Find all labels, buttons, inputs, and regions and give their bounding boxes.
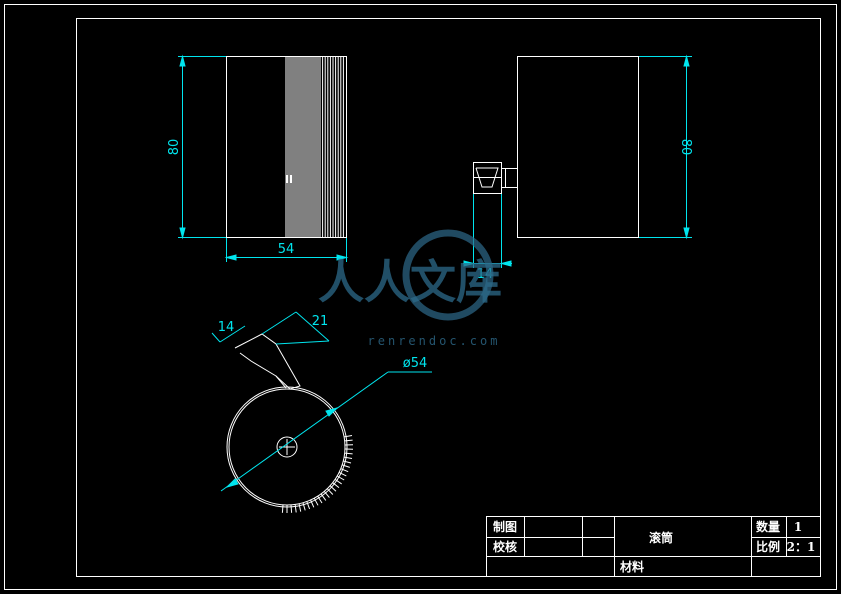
front-dimensions — [178, 54, 349, 262]
diameter-dim: ø54 — [403, 356, 428, 371]
checked-label: 校核 — [493, 539, 517, 554]
side-view — [473, 56, 639, 238]
knurl-tick — [342, 464, 350, 468]
scale-label: 比例 — [756, 539, 780, 554]
quantity-value: 1 — [794, 520, 802, 534]
watermark-url: renrendoc.com — [368, 334, 501, 348]
side-dimensions — [463, 54, 692, 268]
knurl-tick — [320, 493, 327, 501]
section-right-dim: 21 — [312, 314, 329, 329]
knurl-tick — [323, 491, 330, 498]
knurl-tick — [336, 475, 345, 481]
watermark-logo-ring — [402, 229, 494, 321]
sheet-outer-border — [4, 4, 837, 590]
section-left-dim: 14 — [218, 320, 235, 335]
knurl-tick — [281, 504, 284, 513]
knurl-tick — [344, 435, 353, 438]
knurl-tick — [332, 482, 340, 488]
knurl-tick — [344, 452, 353, 455]
title-block — [486, 516, 821, 577]
drawn-label: 制图 — [493, 519, 517, 534]
watermark-brand: 人人文库 — [318, 255, 502, 309]
knurl-tick — [298, 503, 302, 512]
knurl-tick — [343, 460, 352, 464]
material-label: 材料 — [619, 559, 644, 574]
knurl-tick — [317, 495, 323, 504]
front-width-dim: 54 — [278, 242, 295, 257]
knurl-tick — [344, 439, 353, 442]
quantity-label: 数量 — [756, 519, 780, 534]
knurl-tick — [326, 488, 334, 495]
front-view-line-pattern — [285, 57, 344, 237]
knurl-tick — [344, 456, 353, 459]
side-height-dim: 80 — [678, 139, 693, 156]
knurl-tick — [294, 504, 297, 513]
front-height-dim: 80 — [167, 139, 182, 156]
watermark: 人人文库 renrendoc.com — [318, 229, 502, 348]
knurl-tick — [334, 478, 342, 485]
section-dimensions — [211, 311, 432, 492]
scale-value: 2：1 — [787, 540, 816, 554]
knurl-tick — [329, 485, 337, 492]
knurl-tick — [302, 502, 306, 511]
part-name: 滚筒 — [649, 530, 673, 545]
knurl-tick — [313, 497, 319, 506]
knurl-tick — [338, 471, 347, 477]
drawing-frame — [76, 18, 821, 577]
section-view — [226, 333, 354, 513]
front-view — [226, 56, 347, 238]
circle-knurl-pattern — [281, 435, 354, 513]
knurl-tick — [310, 499, 315, 508]
knurl-tick — [306, 501, 311, 510]
knurl-tick — [290, 504, 293, 513]
knurl-tick — [340, 468, 349, 473]
